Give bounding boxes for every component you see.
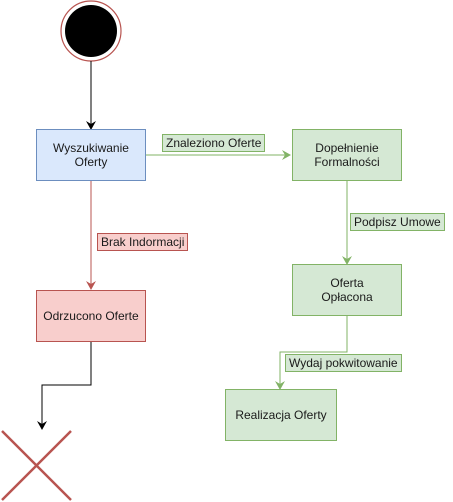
start-node [60,0,122,62]
edge-label-no-info[interactable]: Brak Indormacji [97,233,189,251]
node-formalities[interactable]: Dopełnienie Formalności [292,129,402,181]
node-rejected[interactable]: Odrzucono Oferte [36,290,146,342]
node-realization[interactable]: Realizacja Oferty [225,389,337,441]
node-search[interactable]: Wyszukiwanie Oferty [36,129,146,181]
edge-rejected-end [37,341,92,430]
edge-label-receipt[interactable]: Wydaj pokwitowanie [285,354,402,372]
edge-label-sign[interactable]: Podpisz Umowe [350,213,445,231]
end-node-x-icon [1,430,72,501]
edge-receipt [275,315,348,390]
edge-label-found[interactable]: Znaleziono Oferte [162,134,266,152]
node-paid[interactable]: Oferta Opłacona [292,264,402,316]
